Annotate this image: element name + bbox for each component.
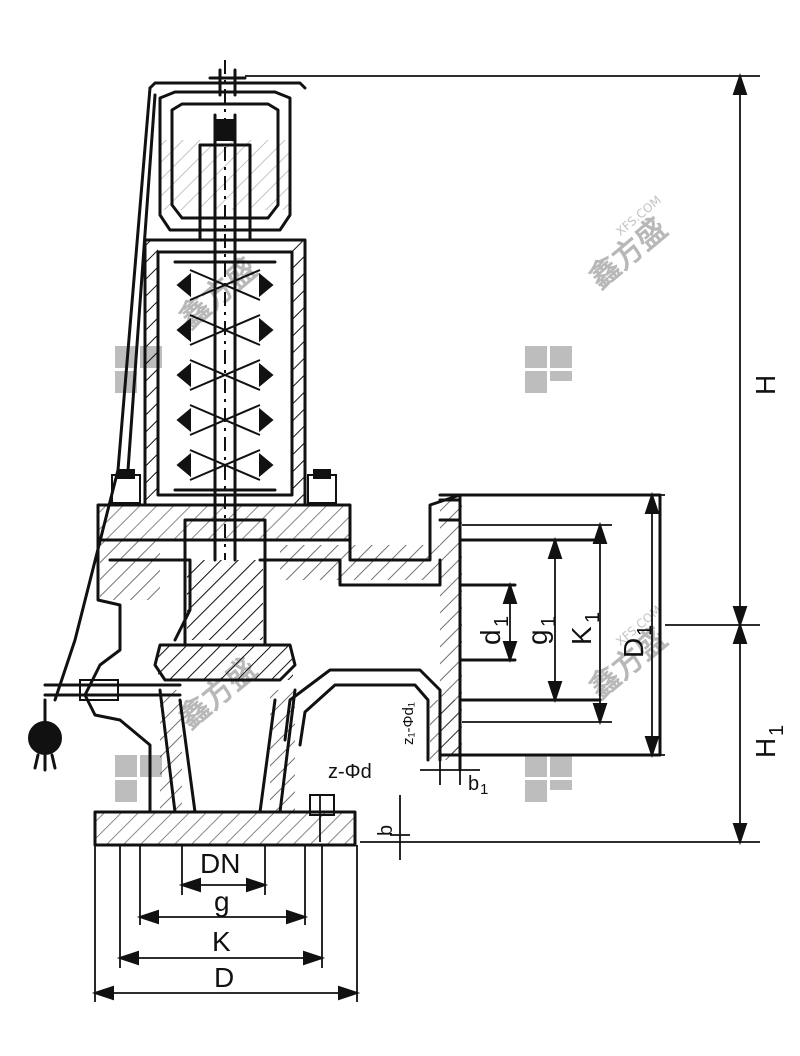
- label-b: b: [375, 825, 397, 836]
- dimensions: [91, 72, 760, 1002]
- label-g: g: [214, 886, 230, 917]
- label-z1-d1: z₁-Φd₁: [400, 702, 417, 745]
- label-D: D: [214, 962, 234, 993]
- label-D1-sub: 1: [634, 625, 656, 636]
- label-H: H: [750, 375, 781, 395]
- dimension-labels: H H 1 D 1 K 1 g 1 d 1 b 1 z₁-Φd₁ z-Φd b …: [200, 375, 788, 993]
- label-b1: b: [468, 773, 479, 795]
- valve-body: [28, 60, 662, 847]
- label-DN: DN: [200, 848, 240, 879]
- label-K1-sub: 1: [582, 612, 604, 623]
- label-D1: D: [618, 638, 649, 658]
- label-K1: K: [566, 626, 597, 645]
- label-H1: H: [750, 738, 781, 758]
- label-d1: d: [475, 629, 506, 645]
- label-g1-sub: 1: [538, 616, 560, 627]
- label-b1-sub: 1: [480, 781, 488, 798]
- label-K: K: [212, 926, 231, 957]
- label-H1-sub: 1: [766, 725, 788, 736]
- label-d1-sub: 1: [491, 616, 513, 627]
- label-g1: g: [522, 629, 553, 645]
- label-z-d: z-Φd: [328, 761, 372, 783]
